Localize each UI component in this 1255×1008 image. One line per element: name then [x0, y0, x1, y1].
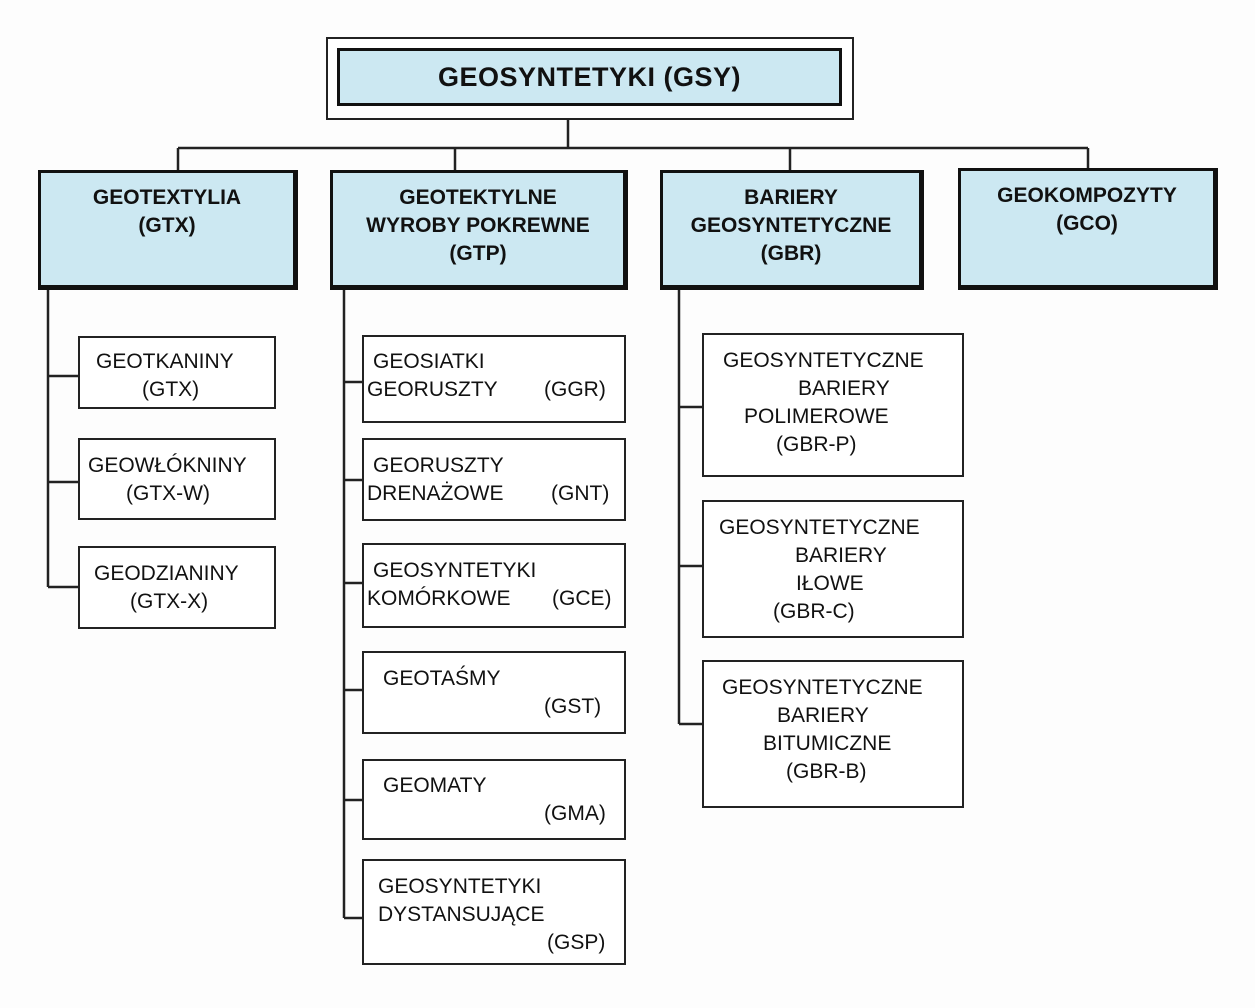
category-gtx-line2: (GTX): [138, 214, 196, 237]
node-geosyntetyki-komorkowe: GEOSYNTETYKI KOMÓRKOWE (GCE): [362, 543, 626, 628]
category-gtp-line2: WYROBY POKREWNE: [366, 214, 590, 237]
node-label: BARIERY: [798, 377, 890, 400]
node-label: GEOSYNTETYKI: [378, 875, 542, 898]
node-code: (GGR): [544, 378, 606, 401]
node-label: BITUMICZNE: [763, 732, 892, 755]
category-gtp: GEOTEKTYLNE WYROBY POKREWNE (GTP): [330, 170, 628, 290]
node-code: (GSP): [547, 931, 606, 954]
node-label: GEOSYNTETYCZNE: [719, 516, 920, 539]
category-gbr-line1: BARIERY: [744, 186, 838, 209]
category-gbr-line2: GEOSYNTETYCZNE: [690, 214, 892, 237]
node-label: GEORUSZTY: [373, 454, 504, 477]
root-label: GEOSYNTETYKI (GSY): [437, 61, 742, 92]
node-code: (GTX): [142, 378, 200, 401]
node-geodzianiny: GEODZIANINY (GTX-X): [78, 546, 276, 629]
category-gbr-line3: (GBR): [760, 242, 822, 265]
node-georuszty-drenazowe: GEORUSZTY DRENAŻOWE (GNT): [362, 438, 626, 521]
node-label: BARIERY: [795, 544, 887, 567]
node-label: IŁOWE: [796, 572, 864, 595]
category-gco-line2: (GCO): [1056, 212, 1118, 235]
node-geotasmy: GEOTAŚMY (GST): [362, 651, 626, 734]
category-gtp-line3: (GTP): [449, 242, 507, 265]
node-label: GEOMATY: [383, 774, 487, 797]
node-code: (GST): [544, 695, 602, 718]
node-label: GEOSYNTETYKI: [373, 559, 537, 582]
node-code: (GTX-X): [130, 590, 209, 613]
node-bariery-ilowe: GEOSYNTETYCZNE BARIERY IŁOWE (GBR-C): [702, 500, 964, 638]
node-label: DYSTANSUJĄCE: [378, 903, 545, 926]
node-geowlokniny: GEOWŁÓKNINY (GTX-W): [78, 438, 276, 520]
node-label: DRENAŻOWE: [367, 482, 504, 505]
node-label: POLIMEROWE: [744, 405, 889, 428]
node-code: (GMA): [544, 802, 606, 825]
node-label: GEOWŁÓKNINY: [88, 454, 247, 477]
root-node: GEOSYNTETYKI (GSY): [337, 48, 842, 106]
node-label: GEODZIANINY: [94, 562, 239, 585]
category-gtx-line1: GEOTEXTYLIA: [92, 186, 242, 209]
category-gbr: BARIERY GEOSYNTETYCZNE (GBR): [660, 170, 924, 290]
node-code: (GCE): [552, 587, 612, 610]
category-gtx: GEOTEXTYLIA (GTX): [38, 170, 298, 290]
node-geosiatki: GEOSIATKI GEORUSZTY (GGR): [362, 335, 626, 423]
node-label: GEOTAŚMY: [383, 667, 501, 690]
node-bariery-polimerowe: GEOSYNTETYCZNE BARIERY POLIMEROWE (GBR-P…: [702, 333, 964, 477]
category-gco-line1: GEOKOMPOZYTY: [997, 184, 1177, 207]
node-bariery-bitumiczne: GEOSYNTETYCZNE BARIERY BITUMICZNE (GBR-B…: [702, 660, 964, 808]
node-geomaty: GEOMATY (GMA): [362, 759, 626, 840]
node-code: (GTX-W): [126, 482, 210, 505]
category-gco: GEOKOMPOZYTY (GCO): [958, 168, 1218, 290]
node-label: GEOSYNTETYCZNE: [722, 676, 923, 699]
node-label: GEORUSZTY: [367, 378, 498, 401]
node-label: KOMÓRKOWE: [367, 587, 511, 610]
node-label: GEOSYNTETYCZNE: [723, 349, 924, 372]
node-code: (GBR-B): [786, 760, 867, 783]
category-gtp-line1: GEOTEKTYLNE: [399, 186, 557, 209]
node-geosyntetyki-dystansujace: GEOSYNTETYKI DYSTANSUJĄCE (GSP): [362, 859, 626, 965]
node-label: GEOSIATKI: [373, 350, 485, 373]
node-code: (GNT): [551, 482, 610, 505]
node-geotkaniny: GEOTKANINY (GTX): [78, 336, 276, 409]
node-label: BARIERY: [777, 704, 869, 727]
node-code: (GBR-C): [773, 600, 855, 623]
node-code: (GBR-P): [776, 433, 857, 456]
node-label: GEOTKANINY: [96, 350, 234, 373]
